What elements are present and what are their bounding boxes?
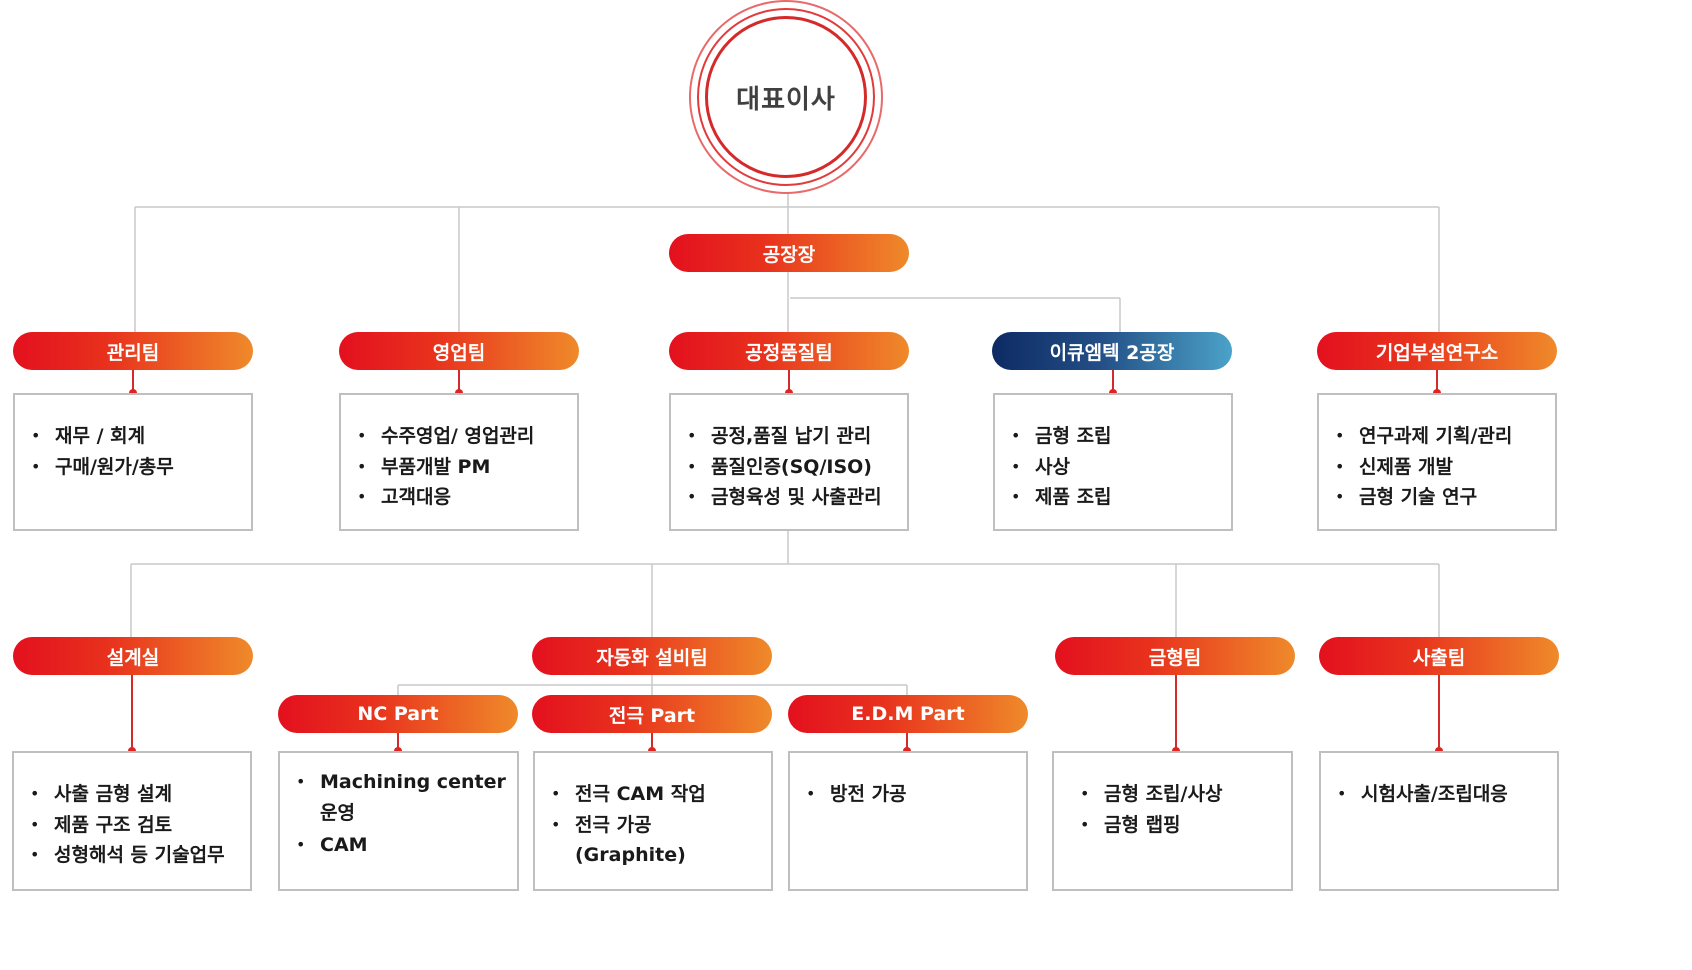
dept-admin-label: 관리팀 [106,341,160,364]
team-automation-pill: 자동화 설비팀 [532,637,772,675]
part-electrode-box: 전극 CAM 작업 전극 가공(Graphite) [533,751,773,891]
dept-admin-list: 재무 / 회계 구매/원가/총무 [27,421,241,482]
ceo-inner-ring: 대표이사 [705,16,867,178]
team-design-box: 사출 금형 설계 제품 구조 검토 성형해석 등 기술업무 [12,751,252,891]
list-item: 성형해석 등 기술업무 [26,840,240,871]
part-electrode-pill: 전극 Part [532,695,772,733]
dept-quality-box: 공정,품질 납기 관리 품질인증(SQ/ISO) 금형육성 및 사출관리 [669,393,909,531]
dept-sales-list: 수주영업/ 영업관리 부품개발 PM 고객대응 [353,421,567,513]
ceo-node: 대표이사 [697,8,875,186]
list-item: 재무 / 회계 [27,421,241,452]
list-item: 품질인증(SQ/ISO) [683,452,897,483]
dept-factory2-label: 이큐엠텍 2공장 [1049,341,1175,364]
list-item: 부품개발 PM [353,452,567,483]
dept-research-box: 연구과제 기획/관리 신제품 개발 금형 기술 연구 [1317,393,1557,531]
dept-quality-pill: 공정품질팀 [669,332,909,370]
list-item: Machining center 운영 [292,767,507,828]
dept-research-list: 연구과제 기획/관리 신제품 개발 금형 기술 연구 [1331,421,1545,513]
part-nc-label: NC Part [357,703,439,725]
part-edm-pill: E.D.M Part [788,695,1028,733]
dept-factory2-pill: 이큐엠텍 2공장 [992,332,1232,370]
list-item: 금형 랩핑 [1076,810,1281,841]
dept-sales-label: 영업팀 [432,341,486,364]
list-item: 구매/원가/총무 [27,452,241,483]
team-injection-box: 시험사출/조립대응 [1319,751,1559,891]
dept-quality-label: 공정품질팀 [745,341,833,364]
part-nc-box: Machining center 운영 CAM [278,751,519,891]
list-item: 수주영업/ 영업관리 [353,421,567,452]
list-item: 연구과제 기획/관리 [1331,421,1545,452]
part-electrode-label: 전극 Part [608,704,696,727]
list-item: 제품 조립 [1007,482,1221,513]
list-item: 시험사출/조립대응 [1333,779,1547,810]
part-edm-label: E.D.M Part [851,703,965,725]
part-nc-list: Machining center 운영 CAM [292,767,507,861]
dept-admin-box: 재무 / 회계 구매/원가/총무 [13,393,253,531]
dept-research-pill: 기업부설연구소 [1317,332,1557,370]
team-injection-list: 시험사출/조립대응 [1333,779,1547,810]
team-design-list: 사출 금형 설계 제품 구조 검토 성형해석 등 기술업무 [26,779,240,871]
team-mold-list: 금형 조립/사상 금형 랩핑 [1076,779,1281,840]
team-mold-box: 금형 조립/사상 금형 랩핑 [1052,751,1293,891]
list-item: 방전 가공 [802,779,1016,810]
team-injection-label: 사출팀 [1412,646,1466,669]
dept-factory2-box: 금형 조립 사상 제품 조립 [993,393,1233,531]
team-design-pill: 설계실 [13,637,253,675]
factory-head-label: 공장장 [762,243,816,266]
list-item: 금형 기술 연구 [1331,482,1545,513]
dept-sales-box: 수주영업/ 영업관리 부품개발 PM 고객대응 [339,393,579,531]
list-item: 금형 조립/사상 [1076,779,1281,810]
part-edm-list: 방전 가공 [802,779,1016,810]
factory-head-pill: 공장장 [669,234,909,272]
dept-quality-list: 공정,품질 납기 관리 품질인증(SQ/ISO) 금형육성 및 사출관리 [683,421,897,513]
list-item: 제품 구조 검토 [26,810,240,841]
team-automation-label: 자동화 설비팀 [596,646,708,669]
list-item: 금형육성 및 사출관리 [683,482,897,513]
ceo-label: 대표이사 [736,84,836,115]
team-design-label: 설계실 [106,646,160,669]
part-electrode-list: 전극 CAM 작업 전극 가공(Graphite) [547,779,761,871]
list-item: 신제품 개발 [1331,452,1545,483]
list-item: 공정,품질 납기 관리 [683,421,897,452]
team-mold-label: 금형팀 [1148,646,1202,669]
list-item: 전극 가공(Graphite) [547,810,761,871]
list-item: 사상 [1007,452,1221,483]
list-item: 사출 금형 설계 [26,779,240,810]
list-item: 전극 CAM 작업 [547,779,761,810]
team-mold-pill: 금형팀 [1055,637,1295,675]
list-item: CAM [292,830,507,861]
list-item: 금형 조립 [1007,421,1221,452]
org-chart: 대표이사 공장장 관리팀 영업팀 공정품질팀 이큐엠텍 2공장 기업부설연구소 … [0,0,1567,899]
dept-research-label: 기업부설연구소 [1375,341,1499,364]
dept-factory2-list: 금형 조립 사상 제품 조립 [1007,421,1221,513]
part-nc-pill: NC Part [278,695,518,733]
dept-admin-pill: 관리팀 [13,332,253,370]
dept-sales-pill: 영업팀 [339,332,579,370]
team-injection-pill: 사출팀 [1319,637,1559,675]
part-edm-box: 방전 가공 [788,751,1028,891]
list-item: 고객대응 [353,482,567,513]
